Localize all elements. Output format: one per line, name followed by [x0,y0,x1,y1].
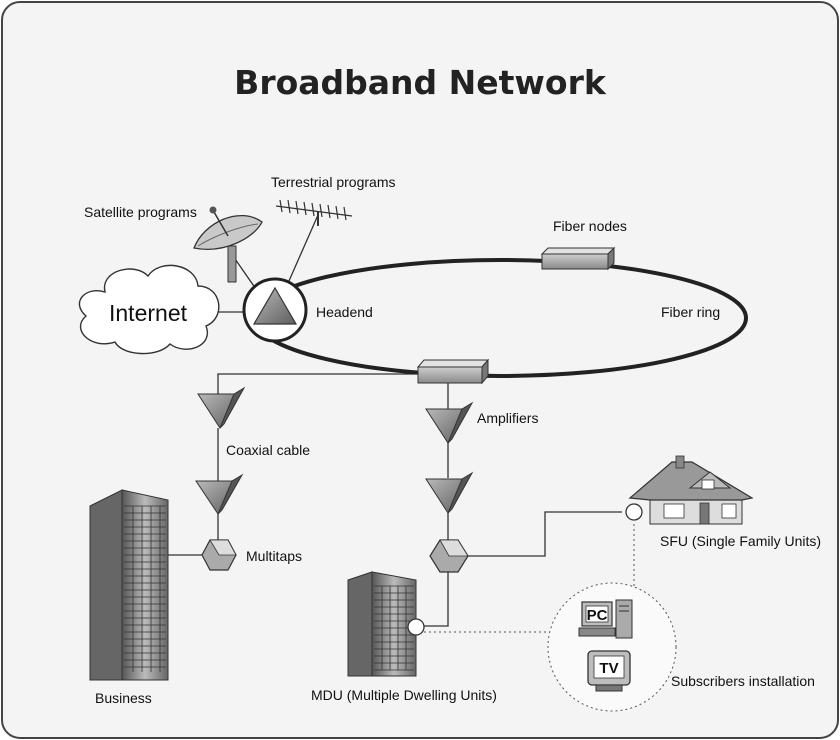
mdu-building-icon [347,571,425,677]
diagram-title: Broadband Network [234,63,607,102]
sfu-label: SFU (Single Family Units) [660,533,821,549]
tv-label: TV [599,660,618,677]
satellite-programs-label: Satellite programs [84,204,197,220]
multitap-icon [201,539,237,571]
pc-label: PC [587,607,608,624]
coaxial-lines [168,214,622,627]
amplifier-icon [195,473,244,515]
subscriber-installation-circle [547,582,677,712]
house-icon [625,455,754,525]
business-building-icon [89,489,169,681]
internet-cloud-icon [78,264,220,355]
amplifiers-label: Amplifiers [477,410,538,426]
tv-icon: TV [587,650,631,692]
pc-icon: PC [578,599,633,639]
mdu-connection-point [407,618,425,636]
multitaps-label: Multitaps [246,548,302,564]
fiber-node-bottom [416,358,490,385]
terrestrial-programs-label: Terrestrial programs [271,174,395,190]
satellite-dish-icon [193,206,263,283]
fiber-ring-label: Fiber ring [661,304,720,320]
internet-label: Internet [109,300,188,326]
multitap-icon [429,539,469,573]
amplifier-icon [425,471,474,514]
sfu-connection-point [625,503,643,521]
coaxial-cable-label: Coaxial cable [226,442,310,458]
subscriber-dotted-links [424,524,635,633]
headend-label: Headend [316,304,373,320]
fiber-node-top [540,246,616,271]
amplifier-icon [197,386,246,429]
business-label: Business [95,690,152,706]
headend-icon [242,277,308,343]
mdu-label: MDU (Multiple Dwelling Units) [311,687,497,703]
terrestrial-antenna-icon [275,199,353,226]
amplifier-icon [425,401,474,444]
fiber-nodes-label: Fiber nodes [553,218,627,234]
subscribers-installation-label: Subscribers installation [671,673,815,689]
